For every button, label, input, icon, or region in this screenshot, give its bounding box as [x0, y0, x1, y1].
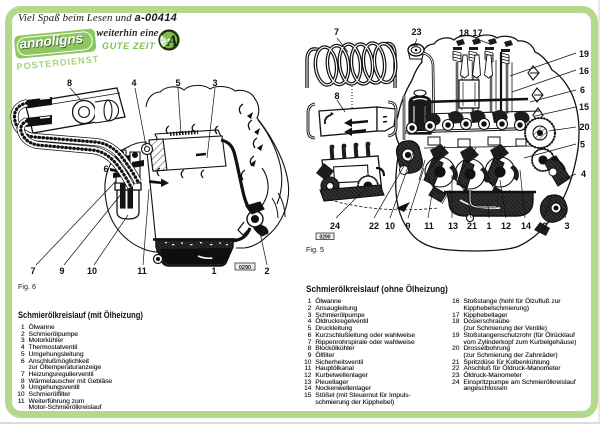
svg-text:8: 8	[67, 78, 72, 88]
svg-text:20: 20	[579, 122, 589, 132]
svg-text:2: 2	[542, 221, 547, 231]
svg-text:3: 3	[212, 78, 217, 88]
svg-text:22: 22	[369, 221, 379, 231]
svg-text:18: 18	[459, 28, 469, 38]
svg-text:10: 10	[87, 266, 97, 276]
svg-text:6: 6	[103, 164, 108, 174]
svg-text:4: 4	[131, 78, 136, 88]
svg-text:4: 4	[581, 169, 586, 179]
svg-text:5: 5	[580, 140, 585, 150]
svg-text:11: 11	[424, 221, 434, 231]
svg-text:2: 2	[264, 266, 269, 276]
svg-text:21: 21	[467, 221, 477, 231]
svg-text:17: 17	[472, 28, 482, 38]
svg-text:9: 9	[59, 266, 64, 276]
svg-text:13: 13	[448, 221, 458, 231]
svg-text:0290: 0290	[319, 235, 330, 241]
svg-text:5: 5	[175, 78, 180, 88]
svg-text:3: 3	[564, 221, 569, 231]
svg-text:24: 24	[330, 221, 340, 231]
svg-text:7: 7	[30, 266, 35, 276]
svg-text:15: 15	[579, 102, 589, 112]
svg-text:7: 7	[334, 27, 339, 37]
svg-text:6: 6	[580, 85, 585, 95]
svg-text:14: 14	[521, 221, 531, 231]
svg-text:12: 12	[501, 221, 511, 231]
svg-text:23: 23	[411, 27, 421, 37]
svg-text:8: 8	[334, 91, 339, 101]
svg-text:1: 1	[211, 266, 216, 276]
svg-text:A: A	[166, 33, 178, 50]
svg-text:9: 9	[405, 221, 410, 231]
svg-text:16: 16	[579, 66, 589, 76]
svg-text:11: 11	[137, 266, 147, 276]
svg-text:19: 19	[579, 49, 589, 59]
svg-text:0290: 0290	[239, 265, 251, 271]
svg-text:10: 10	[385, 221, 395, 231]
svg-text:1: 1	[486, 221, 491, 231]
